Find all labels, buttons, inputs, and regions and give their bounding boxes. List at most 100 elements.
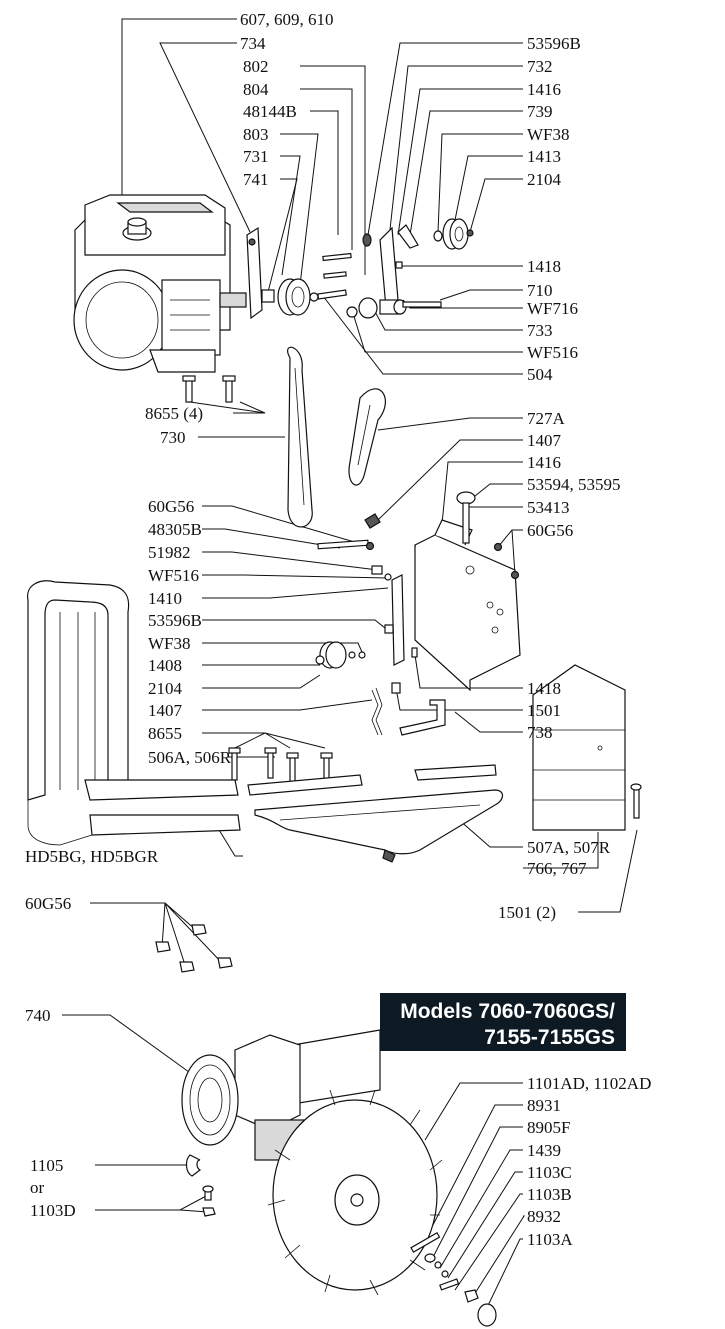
part-label: 2104 xyxy=(527,170,562,189)
part-label: 1413 xyxy=(527,147,561,166)
idler-assembly xyxy=(315,513,446,736)
leader-766 xyxy=(523,832,599,869)
part-label: 1418 xyxy=(527,679,561,698)
leader-wf516-mid xyxy=(202,574,389,579)
part-label: 1501 (2) xyxy=(498,903,556,922)
leader-2104 xyxy=(469,178,523,233)
leader-hd5bg xyxy=(212,819,243,857)
part-label: 741 xyxy=(243,170,269,189)
part-label: 504 xyxy=(527,365,553,384)
leader-733 xyxy=(372,307,523,331)
leader-739 xyxy=(409,110,523,236)
leader-607 xyxy=(121,18,237,200)
nuts-60g56 xyxy=(155,924,233,973)
part-label: 53594, 53595 xyxy=(527,475,621,494)
part-label: WF516 xyxy=(148,566,199,585)
part-label: 731 xyxy=(243,147,269,166)
leader-51982 xyxy=(202,551,379,571)
part-label: 8905F xyxy=(527,1118,570,1137)
part-label: 1439 xyxy=(527,1141,561,1160)
leader-53596b-mid xyxy=(202,619,386,629)
part-label: 1416 xyxy=(527,453,561,472)
part-label: 1105 xyxy=(30,1156,63,1175)
part-label: 507A, 507R xyxy=(527,838,611,857)
leader-wf38 xyxy=(437,133,523,233)
engine xyxy=(73,194,247,373)
part-label: WF38 xyxy=(527,125,570,144)
part-label: 506A, 506R xyxy=(148,748,232,767)
leader-710 xyxy=(439,289,523,301)
leader-1501-2 xyxy=(578,829,638,913)
leader-732 xyxy=(384,65,523,276)
bumper-guard xyxy=(27,580,241,846)
part-label: 53596B xyxy=(527,34,581,53)
leader-1103a xyxy=(481,1238,523,1319)
part-label: 734 xyxy=(240,34,266,53)
leader-1410 xyxy=(202,587,389,599)
leader-8932 xyxy=(471,1215,525,1299)
part-label: 730 xyxy=(160,428,186,447)
leader-738 xyxy=(454,711,523,733)
part-label: 607, 609, 610 xyxy=(240,10,334,29)
leader-1407-mid xyxy=(202,699,373,711)
leader-740 xyxy=(62,1014,201,1081)
leader-wf38-mid xyxy=(202,642,363,653)
part-label: 1103D xyxy=(30,1201,76,1220)
leader-1407-top xyxy=(377,439,523,521)
part-label: 48144B xyxy=(243,102,297,121)
leader-741 xyxy=(267,178,298,293)
part-label: 60G56 xyxy=(527,521,573,540)
part-label: 803 xyxy=(243,125,269,144)
part-label: 804 xyxy=(243,80,269,99)
belts xyxy=(287,346,386,528)
leader-wf516 xyxy=(351,309,523,353)
leader-734 xyxy=(159,42,251,233)
leader-1103d xyxy=(95,1194,209,1213)
part-label: 1501 xyxy=(527,701,561,720)
leader-1416 xyxy=(397,88,523,236)
side-shield xyxy=(532,664,642,831)
leader-1416-mid xyxy=(439,461,523,546)
drive-pulley-assembly xyxy=(246,218,474,320)
leader-53594 xyxy=(469,483,523,501)
part-label: 53413 xyxy=(527,498,570,517)
part-label: 1103B xyxy=(527,1185,572,1204)
leader-1103c xyxy=(447,1171,523,1279)
part-label: 710 xyxy=(527,281,553,300)
part-label: 1103C xyxy=(527,1163,572,1182)
banner-line-2: 7155-7155GS xyxy=(484,1026,615,1049)
part-label: 8931 xyxy=(527,1096,561,1115)
belt-housing xyxy=(414,491,521,692)
leader-803 xyxy=(280,133,319,286)
leader-53596b xyxy=(367,42,523,236)
leader-1101ad xyxy=(424,1082,523,1141)
part-labels: 607, 609, 610 734 802 804 48144B 803 731… xyxy=(25,10,651,1249)
part-label: or xyxy=(30,1178,45,1197)
leader-731 xyxy=(280,155,301,276)
gearbox-and-wheel xyxy=(181,1029,497,1327)
leader-1501 xyxy=(395,687,523,711)
leader-1439 xyxy=(439,1149,523,1269)
part-label: 60G56 xyxy=(148,497,194,516)
leader-1103b xyxy=(454,1193,523,1291)
part-label: 1103A xyxy=(527,1230,573,1249)
leader-727a xyxy=(377,417,523,431)
part-label: 48305B xyxy=(148,520,202,539)
part-label: WF716 xyxy=(527,299,578,318)
leader-60g56-left xyxy=(202,505,369,547)
leader-1418-mid xyxy=(414,654,523,689)
leader-8655-4 xyxy=(189,401,266,414)
leader-48305b xyxy=(202,528,341,549)
part-label: 1407 xyxy=(148,701,183,720)
leader-lines xyxy=(62,18,638,1319)
part-label: 8655 xyxy=(148,724,182,743)
leader-1413 xyxy=(454,155,523,221)
part-label: 1416 xyxy=(527,80,561,99)
part-label: 727A xyxy=(527,409,566,428)
leader-60g56-bottom xyxy=(90,902,223,969)
leader-8655 xyxy=(202,732,326,749)
banner-line-1: Models 7060-7060GS/ xyxy=(400,1000,615,1023)
part-label: 1407 xyxy=(527,431,562,450)
part-label: 733 xyxy=(527,321,553,340)
